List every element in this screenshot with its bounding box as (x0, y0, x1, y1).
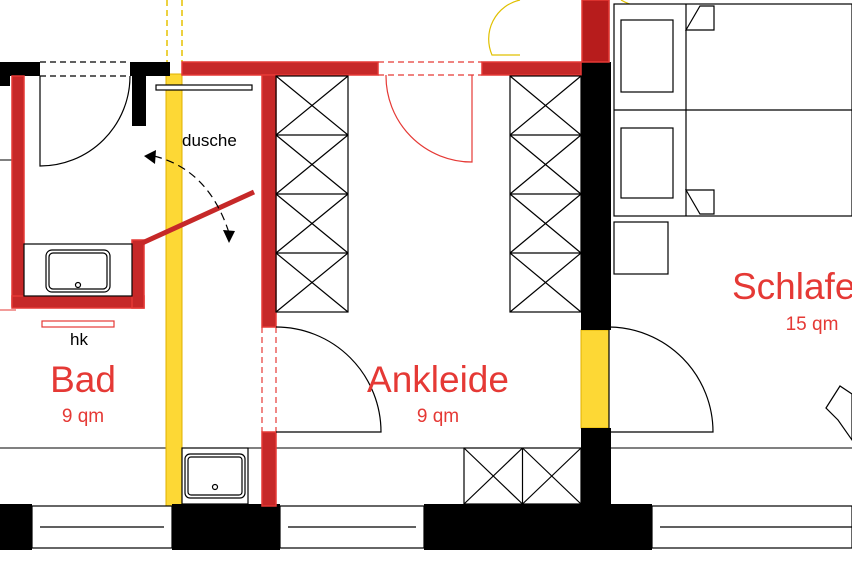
wardrobe-cross-line (275, 75, 349, 136)
wardrobe-cross-line (509, 75, 582, 136)
room-area-ankleide: 9 qm (417, 406, 459, 427)
washbasin-ankleide (181, 447, 249, 505)
radiator-bad (41, 320, 115, 328)
shower-label: dusche (182, 131, 237, 150)
wardrobe-cross-line (509, 193, 582, 254)
demolished-wall-dashed-top (166, 0, 183, 62)
wardrobe-cross-line (522, 447, 582, 505)
wardrobe-cross-line (463, 447, 523, 505)
shower-rail (155, 84, 253, 91)
shower-swing-arrows (153, 155, 231, 237)
door-swings-yellow (488, 0, 521, 56)
wardrobe-cross-line (509, 252, 582, 313)
wardrobe-cross-line (509, 134, 582, 195)
wardrobe-cross-line (275, 134, 349, 195)
room-area-schlaf: 15 qm (786, 314, 839, 335)
wardrobe-cross-line (275, 252, 349, 313)
washbasin-bad (23, 243, 133, 297)
wardrobe-bottom (463, 447, 582, 505)
new-walls (11, 0, 610, 507)
chair (825, 385, 852, 442)
room-area-bad: 9 qm (62, 406, 104, 427)
door-openings (40, 61, 130, 77)
radiator-label: hk (70, 330, 88, 349)
door-swings-red (385, 74, 473, 163)
nightstands (613, 19, 674, 275)
demolished-walls (165, 73, 610, 507)
room-name-ankleide: Ankleide (367, 359, 509, 400)
room-name-schlaf: Schlafe (732, 266, 852, 307)
wardrobe-right (509, 75, 582, 313)
existing-walls (0, 62, 652, 550)
wardrobe-left (275, 75, 349, 313)
arrowheads (144, 150, 235, 243)
wardrobe-cross-line (275, 193, 349, 254)
windows (31, 505, 852, 549)
room-name-bad: Bad (50, 359, 116, 400)
door-openings-red (261, 61, 482, 432)
door-swings (39, 0, 714, 433)
shower-glass-red (138, 189, 256, 247)
